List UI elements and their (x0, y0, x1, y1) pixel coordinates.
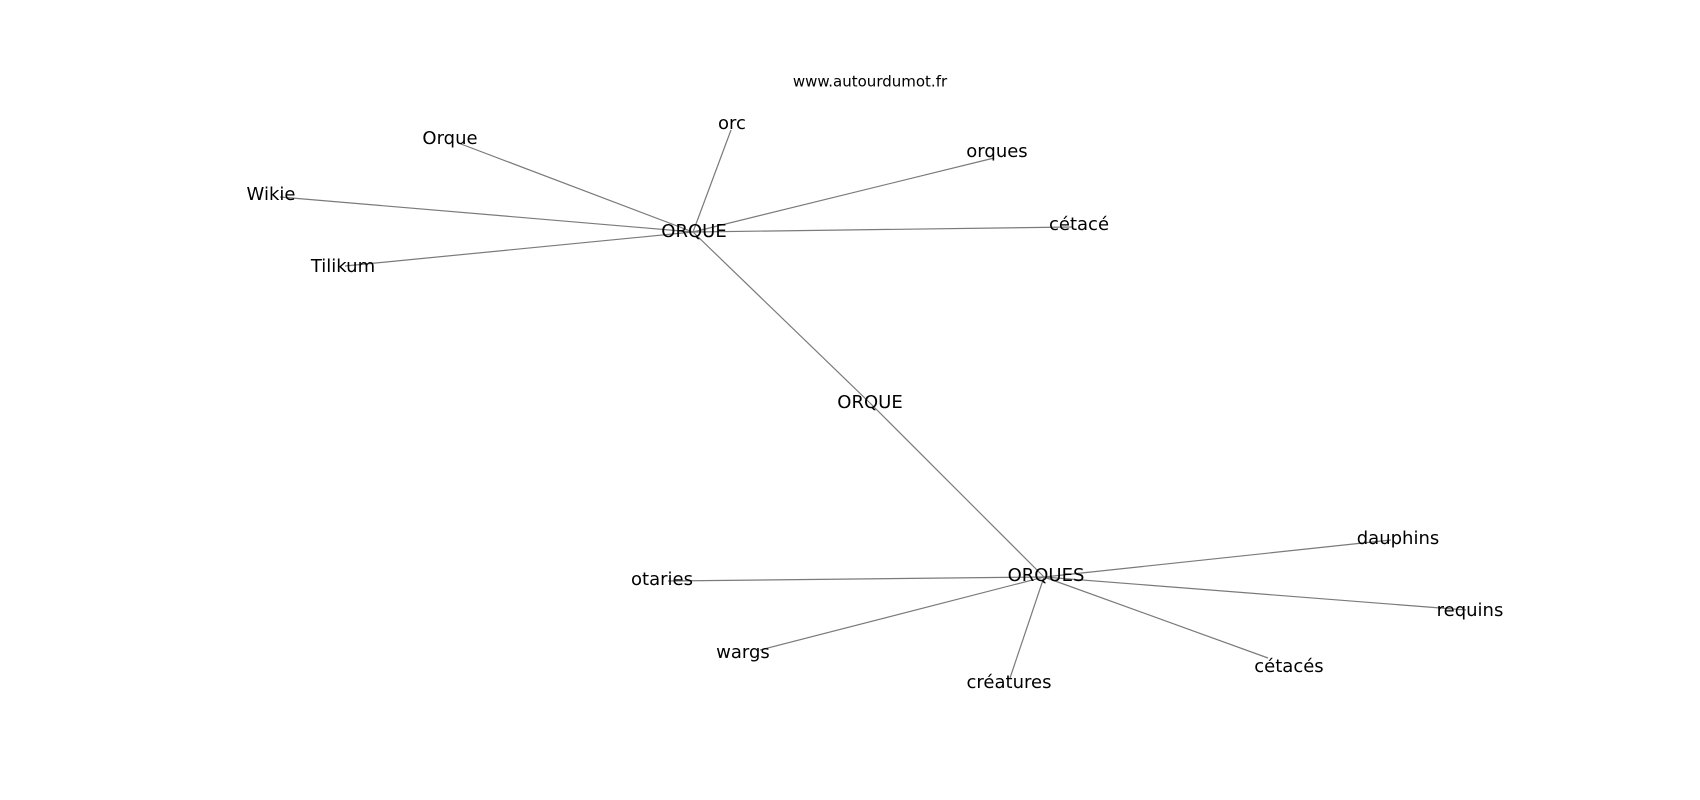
edge-hub1-orc (692, 129, 732, 233)
node-root[interactable]: ORQUE (837, 392, 902, 413)
node-orque[interactable]: Orque (422, 128, 477, 149)
edge-hub2-dauphins (1043, 539, 1392, 578)
edge-hub2-requins (1043, 576, 1467, 611)
edge-hub1-cetace (692, 226, 1074, 233)
node-hub1[interactable]: ORQUE (661, 221, 726, 242)
node-cetace[interactable]: cétacé (1049, 214, 1109, 235)
edge-hub1-tilikum (344, 231, 694, 267)
nodes: ORQUE ORQUE ORQUES Orque orc orques cétacé Wiki… (247, 113, 1504, 693)
site-title: www.autourdumot.fr (793, 73, 948, 91)
node-wikie[interactable]: Wikie (247, 184, 296, 205)
node-tilikum[interactable]: Tilikum (310, 256, 375, 277)
node-orques[interactable]: orques (966, 141, 1027, 162)
node-dauphins[interactable]: dauphins (1357, 528, 1440, 549)
node-creatures[interactable]: créatures (967, 672, 1052, 693)
edge-root-hub2 (869, 402, 1045, 578)
node-hub2[interactable]: ORQUES (1008, 565, 1085, 586)
edge-hub1-orques (692, 157, 995, 233)
edge-hub2-cetaces (1043, 576, 1269, 659)
edge-hub1-wikie (279, 196, 694, 233)
node-cetaces[interactable]: cétacés (1254, 656, 1323, 677)
edge-root-hub1 (692, 231, 871, 404)
node-requins[interactable]: requins (1437, 600, 1504, 621)
node-orc[interactable]: orc (718, 113, 746, 134)
edge-hub2-otaries (667, 576, 1045, 582)
edges (279, 129, 1467, 679)
edge-hub2-creatures (1009, 576, 1045, 679)
edge-hub1-orque (460, 143, 694, 233)
node-wargs[interactable]: wargs (716, 642, 770, 663)
node-otaries[interactable]: otaries (631, 569, 693, 590)
edge-hub2-wargs (759, 576, 1045, 651)
